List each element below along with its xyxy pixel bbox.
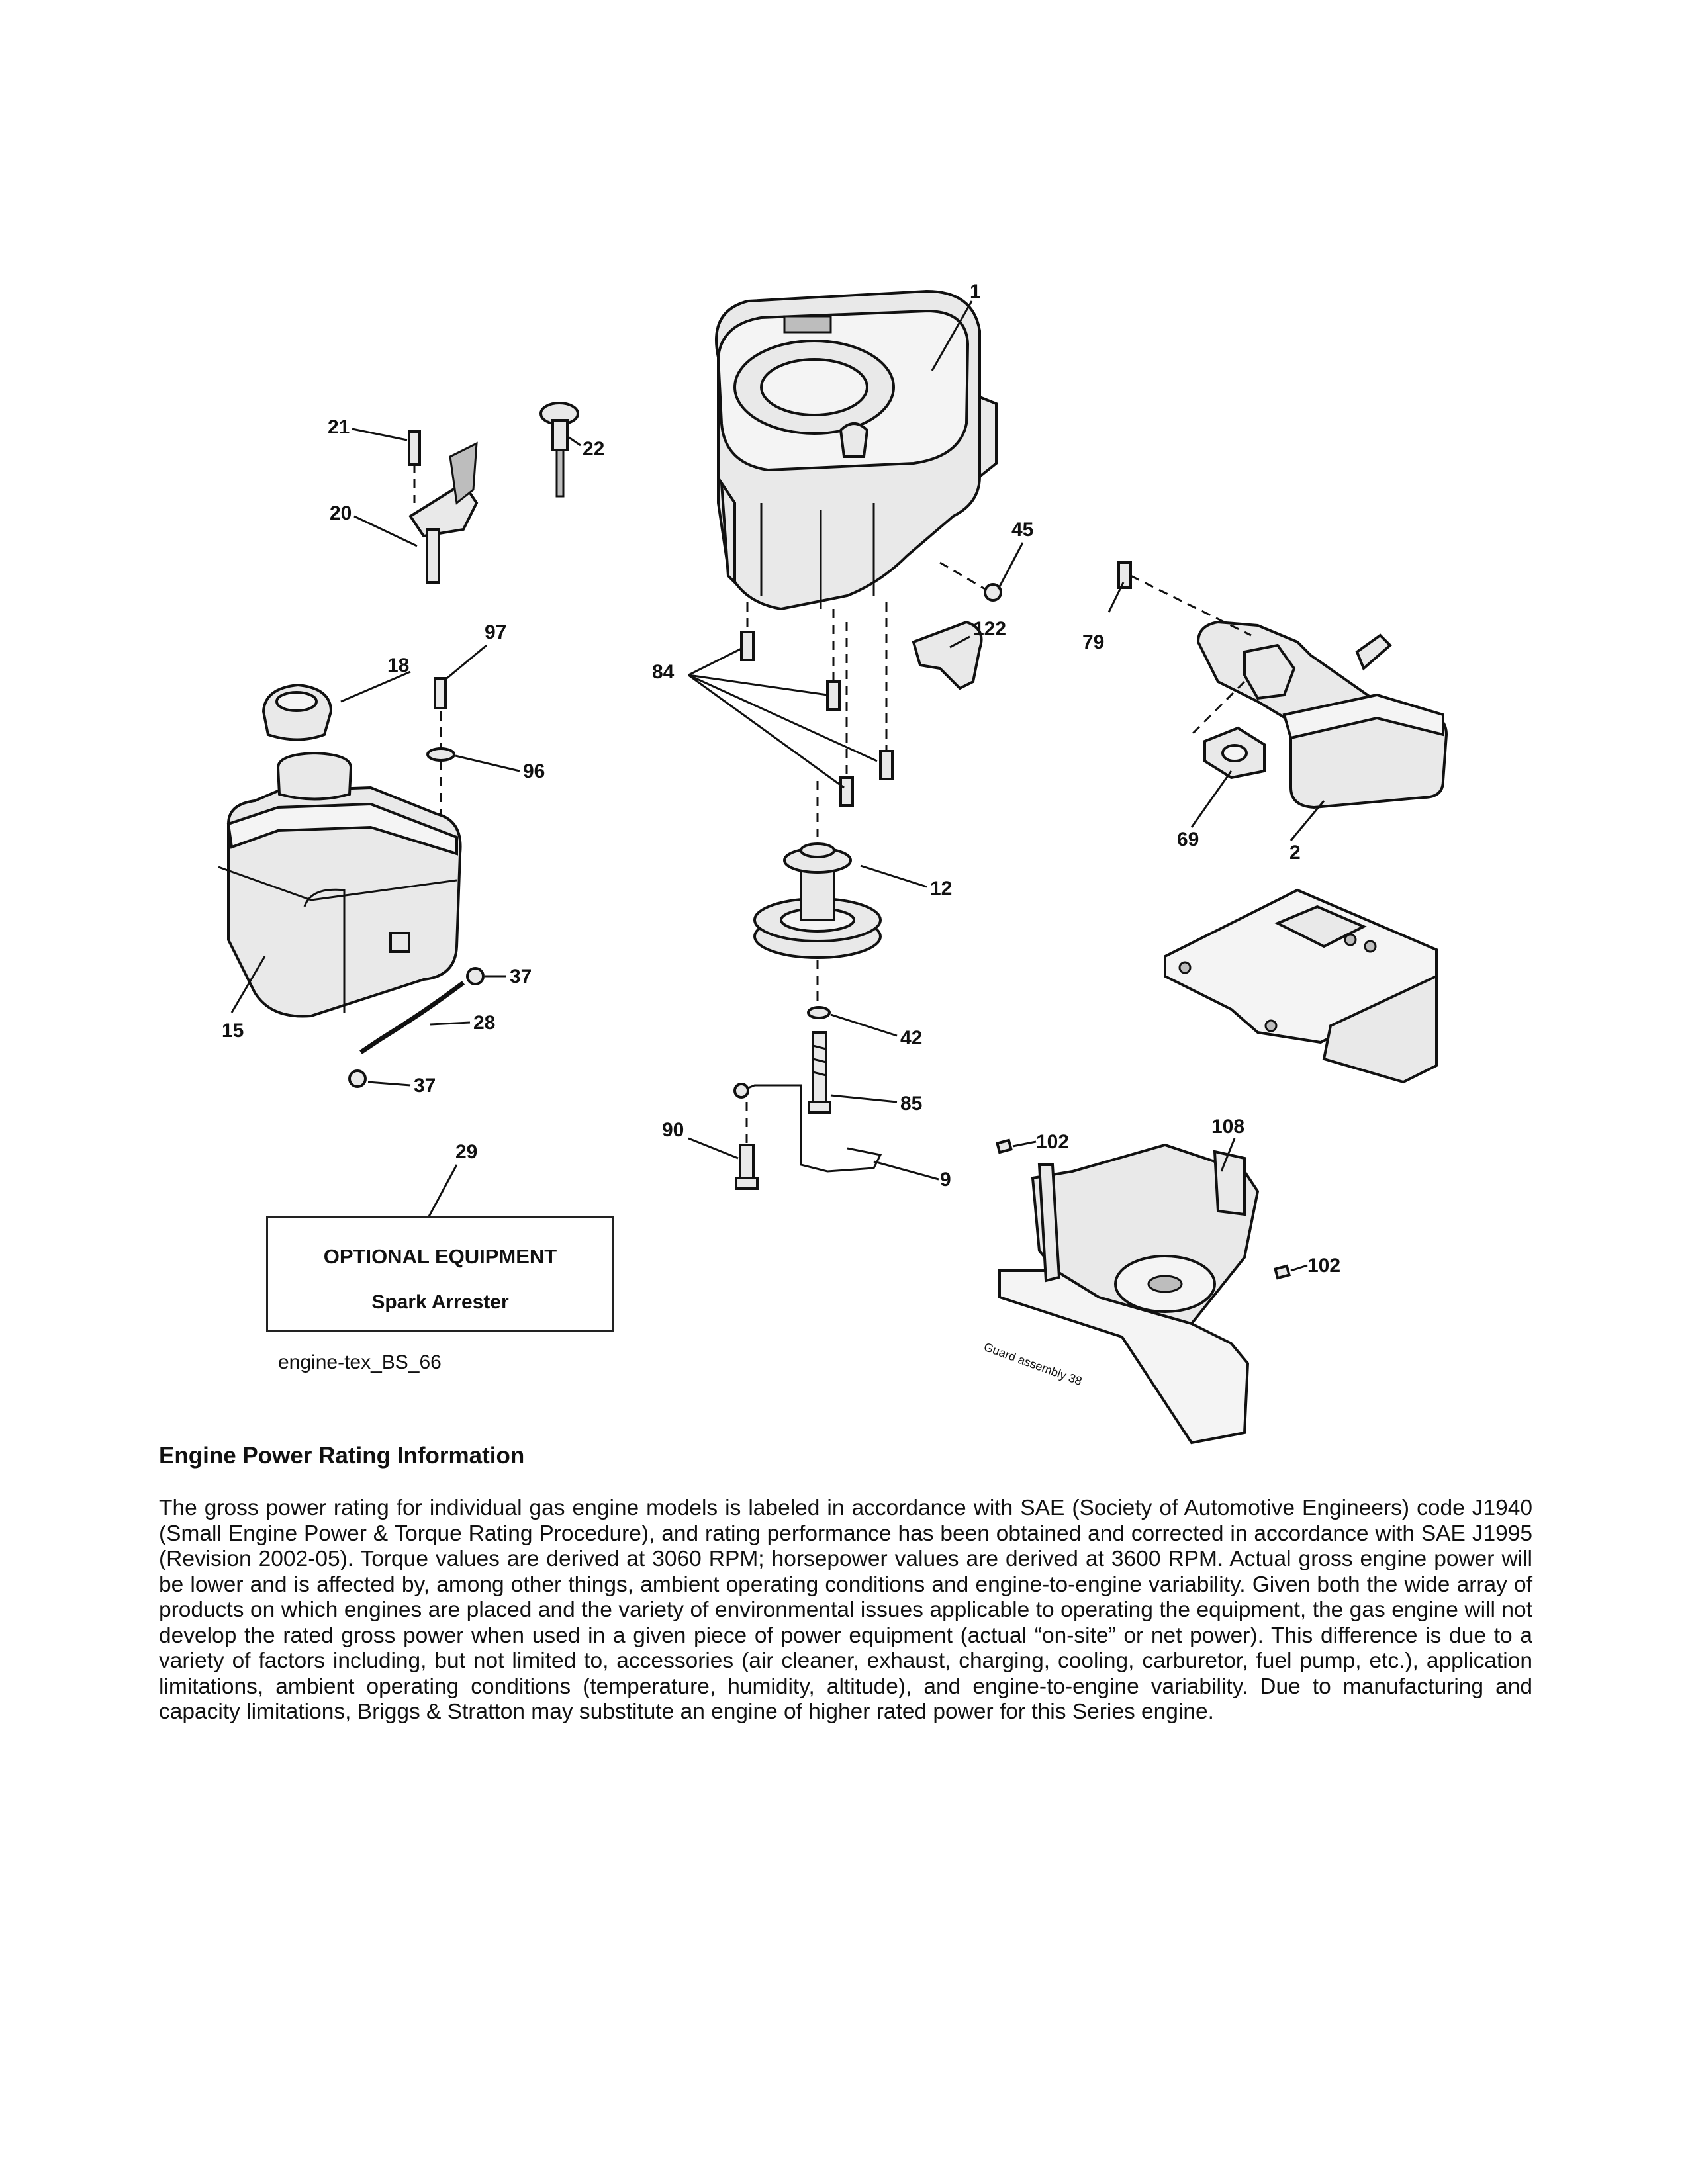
bolt-part-97 (434, 677, 447, 709)
optional-equipment-item: Spark Arrester (371, 1291, 509, 1313)
throttle-bracket-part-20 (408, 441, 479, 584)
pulley-part-12 (753, 842, 882, 959)
fuel-tank-part-15 (218, 751, 462, 1018)
guard-assembly-label: Guard assembly 38 (982, 1340, 1084, 1388)
bolt-part-79 (1117, 561, 1132, 589)
callout-2: 2 (1289, 842, 1301, 864)
section-title: Engine Power Rating Information (159, 1443, 525, 1469)
callout-108: 108 (1211, 1116, 1244, 1138)
callout-42: 42 (900, 1027, 922, 1049)
guard-assembly-part-108 (998, 1143, 1260, 1445)
optional-equipment-title: OPTIONAL EQUIPMENT (323, 1245, 557, 1268)
callout-85: 85 (900, 1093, 922, 1115)
callout-29: 29 (455, 1141, 477, 1163)
washer-part-42 (807, 1006, 831, 1019)
shield-part-122 (912, 620, 983, 690)
callout-102-left: 102 (1036, 1131, 1069, 1153)
nut-part-45 (984, 583, 1002, 602)
engine-parts-diagram: Guard assembly 38 1 21 22 2 (218, 281, 1448, 1445)
callout-28: 28 (473, 1012, 495, 1034)
fuel-cap-part-18 (261, 683, 333, 741)
bolts-part-84 (740, 602, 894, 807)
callout-96: 96 (523, 760, 545, 782)
clamp-part-37-lower (348, 1069, 367, 1088)
screw-part-102-right (1274, 1264, 1291, 1280)
callout-15: 15 (222, 1020, 244, 1042)
callout-102-right: 102 (1307, 1255, 1340, 1277)
callout-9: 9 (940, 1169, 951, 1191)
callout-18: 18 (387, 655, 409, 676)
callout-97: 97 (485, 621, 506, 643)
callout-20: 20 (330, 502, 352, 524)
engine-part-1 (715, 289, 998, 611)
optional-equipment-box: OPTIONAL EQUIPMENT Spark Arrester (266, 1216, 614, 1332)
diagram-code: engine-tex_BS_66 (278, 1351, 442, 1373)
callout-79: 79 (1082, 631, 1104, 653)
rod-part-9 (737, 1084, 882, 1173)
fuel-hose-part-28 (359, 981, 465, 1054)
callout-37-lower: 37 (414, 1075, 436, 1097)
callout-84: 84 (652, 661, 675, 683)
callout-69: 69 (1177, 829, 1199, 850)
knob-part-22 (539, 402, 579, 498)
clamp-part-37-upper (466, 967, 485, 985)
leader-lines (230, 300, 1325, 1272)
screw-part-102-left (996, 1138, 1013, 1154)
callout-45: 45 (1011, 519, 1033, 541)
callout-1: 1 (970, 281, 981, 302)
callout-122: 122 (973, 618, 1006, 640)
bolt-part-85 (808, 1031, 831, 1114)
callout-12: 12 (930, 878, 952, 899)
washer-part-96 (426, 747, 455, 762)
callout-21: 21 (328, 416, 350, 438)
bolt-part-90 (735, 1144, 759, 1190)
screw-part-21 (408, 430, 421, 466)
callout-22: 22 (583, 438, 604, 460)
callout-37-upper: 37 (510, 966, 532, 987)
callout-90: 90 (662, 1119, 684, 1141)
section-body: The gross power rating for individual ga… (159, 1496, 1532, 1724)
engine-mount-plate (1164, 888, 1438, 1084)
muffler-part-2 (1196, 620, 1448, 809)
